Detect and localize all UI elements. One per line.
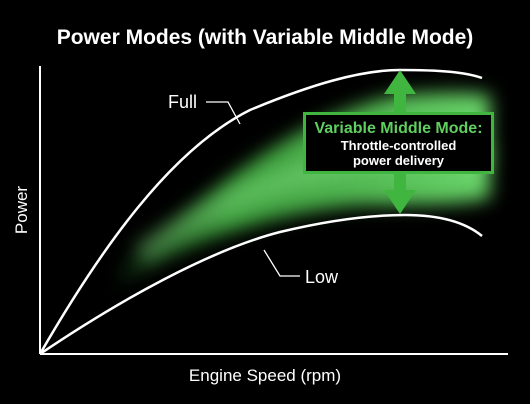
series-line-full xyxy=(38,68,483,355)
series-line-low xyxy=(39,213,483,356)
double-arrow-icon xyxy=(384,70,416,214)
callout-line-2: power delivery xyxy=(352,153,445,168)
y-axis-label: Power xyxy=(12,185,31,235)
callout-line-1: Throttle-controlled xyxy=(340,138,457,153)
low-leader-line xyxy=(263,249,300,277)
series-label-full: Full xyxy=(168,92,198,112)
series-label-low: Low xyxy=(305,267,339,287)
callout-title: Variable Middle Mode: xyxy=(314,120,483,137)
full-leader-line xyxy=(206,101,241,125)
x-axis-label: Engine Speed (rpm) xyxy=(188,366,342,385)
variable-mode-callout: Variable Middle Mode: Throttle-controlle… xyxy=(303,112,494,174)
chart-title: Power Modes (with Variable Middle Mode) xyxy=(56,26,474,49)
